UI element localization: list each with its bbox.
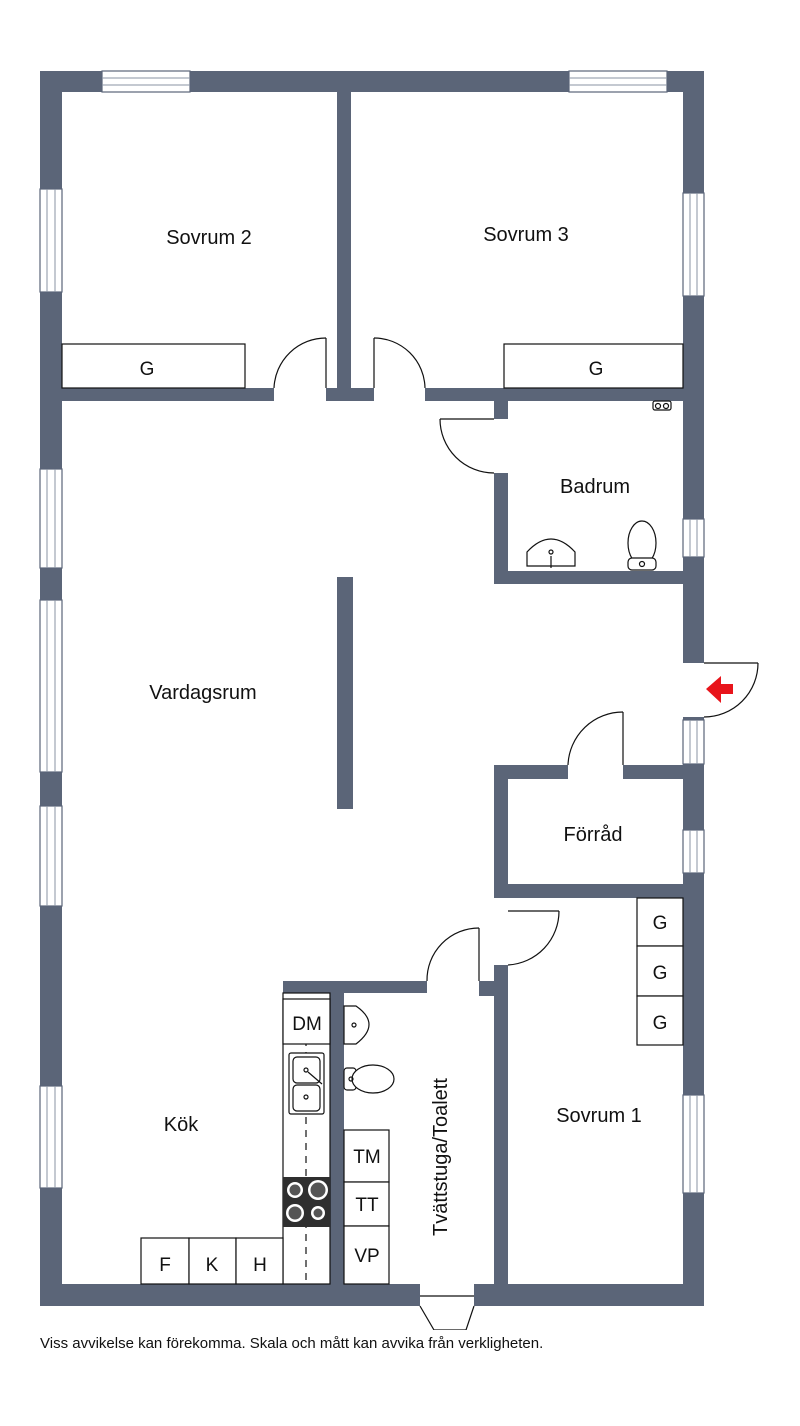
wardrobe-label: G [589, 359, 604, 380]
room-label-sovrum2: Sovrum 2 [166, 227, 252, 249]
toilet-icon [627, 520, 657, 571]
washbasin-icon [526, 538, 576, 568]
door-sovrum3 [373, 337, 426, 389]
cabinet-label: H [253, 1255, 267, 1276]
door-badrum [439, 418, 495, 474]
interior-walls [62, 92, 683, 1306]
wardrobe-label: G [653, 1013, 668, 1034]
room-label-tvattstuga: Tvättstuga/Toalett [430, 1078, 452, 1236]
sink-icon [288, 1052, 325, 1115]
wardrobes [61, 343, 684, 1046]
disclaimer-text: Viss avvikelse kan förekomma. Skala och … [40, 1335, 544, 1352]
room-label-sovrum3: Sovrum 3 [483, 224, 569, 246]
kitchen-fixtures [140, 992, 331, 1285]
door-tvattstuga-outer [419, 1295, 475, 1330]
door-sovrum1 [507, 910, 560, 966]
door-tvattstuga [426, 927, 480, 982]
room-label-sovrum1: Sovrum 1 [556, 1105, 642, 1127]
water-heater-label: VP [354, 1246, 379, 1267]
bathroom-fixtures [526, 400, 672, 571]
doors [273, 337, 759, 1330]
entrance-arrow-icon [706, 676, 733, 703]
stove-icon [283, 1177, 330, 1227]
fridge-label: F [159, 1255, 171, 1276]
dishwasher-label: DM [292, 1014, 322, 1035]
washbasin-icon [343, 1005, 370, 1045]
room-label-badrum: Badrum [560, 476, 630, 498]
room-label-kok: Kök [164, 1114, 199, 1136]
fixture-labels: G G G G G DM TM TT VP F K H [140, 359, 668, 1276]
washing-machine-label: TM [353, 1147, 380, 1168]
door-forrad [567, 711, 624, 766]
toilet-icon [343, 1064, 395, 1094]
door-sovrum2 [273, 337, 327, 389]
wardrobe-label: G [140, 359, 155, 380]
room-label-vardagsrum: Vardagsrum [149, 682, 256, 704]
freezer-label: K [206, 1255, 219, 1276]
tumble-dryer-label: TT [355, 1195, 379, 1216]
wardrobe-label: G [653, 963, 668, 984]
wardrobe-label: G [653, 913, 668, 934]
door-entrance [703, 662, 759, 718]
room-labels: Sovrum 2 Sovrum 3 Badrum Vardagsrum Förr… [149, 224, 642, 1236]
shower-valve-icon [652, 400, 672, 411]
floor-plan: Sovrum 2 Sovrum 3 Badrum Vardagsrum Förr… [39, 70, 759, 1330]
laundry-fixtures [343, 1005, 395, 1285]
room-label-forrad: Förråd [564, 824, 623, 846]
windows [39, 70, 705, 1194]
